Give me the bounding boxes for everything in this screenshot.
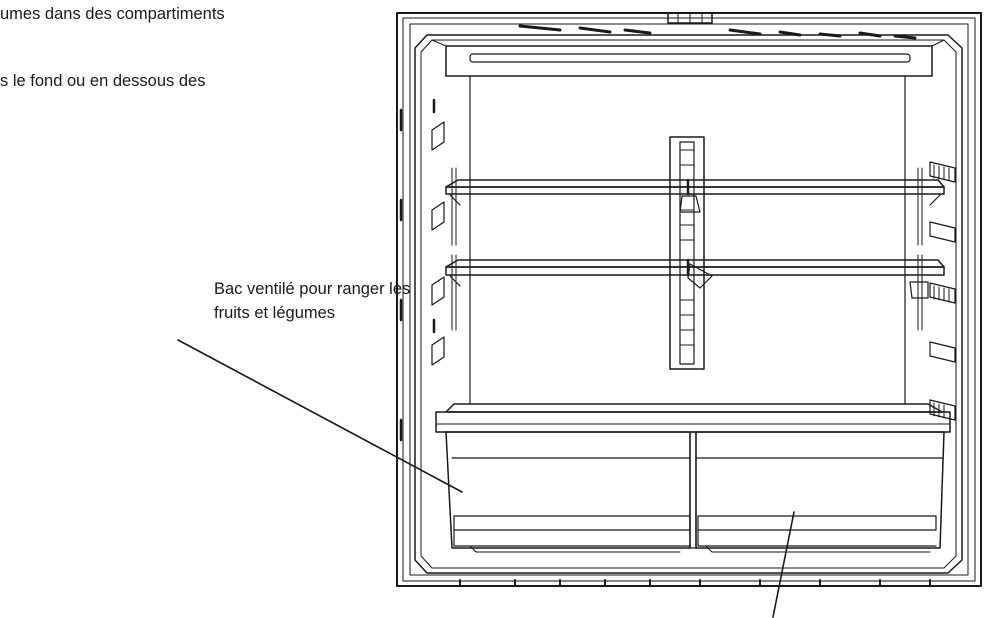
center-ladder-rail xyxy=(669,136,705,370)
crisper-callout-label-line-2: fruits et légumes xyxy=(214,303,336,322)
crisper-callout-leader-line xyxy=(177,339,463,493)
instruction-text-line-1: umes dans des compartiments xyxy=(0,5,225,23)
right-wall-rails xyxy=(917,161,956,421)
left-crisper-drawer xyxy=(445,431,691,553)
second-callout-leader-line xyxy=(772,511,795,618)
back-wall xyxy=(431,39,945,405)
crisper-divider xyxy=(689,431,697,549)
upper-shelf xyxy=(445,178,945,213)
right-crisper-drawer xyxy=(695,431,945,553)
top-light-bar xyxy=(445,45,933,77)
crisper-cover-shelf xyxy=(435,403,951,433)
crisper-callout-label-line-1: Bac ventilé pour ranger les xyxy=(214,280,411,298)
left-wall-rails xyxy=(431,98,457,366)
crisper-callout-label: Bac ventilé pour ranger les fruits et lé… xyxy=(214,278,410,326)
instruction-text-line-2: s le fond ou en dessous des xyxy=(0,72,206,90)
fridge-cabinet-frame xyxy=(396,12,982,587)
middle-shelf xyxy=(445,258,945,299)
